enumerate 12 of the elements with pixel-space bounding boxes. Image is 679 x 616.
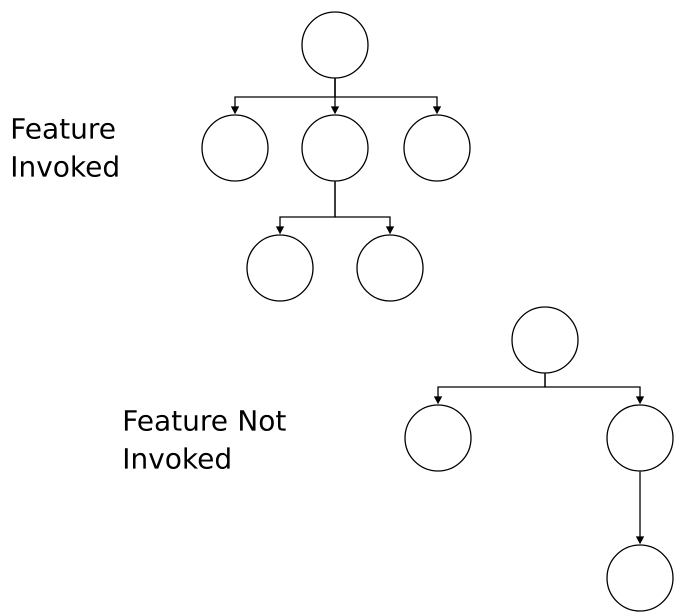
circle-node [201, 114, 269, 182]
circle-node [511, 306, 579, 374]
circle-node [606, 544, 674, 612]
label-text: Feature Invoked [12, 118, 118, 177]
circle-node [356, 234, 424, 302]
circle-node [606, 404, 674, 472]
circle-node [403, 114, 471, 182]
circle-node [246, 234, 314, 302]
circle-node [301, 11, 369, 79]
label-text: Feature Not Invoked [124, 410, 286, 469]
circle-node [301, 114, 369, 182]
circle-node [404, 404, 472, 472]
